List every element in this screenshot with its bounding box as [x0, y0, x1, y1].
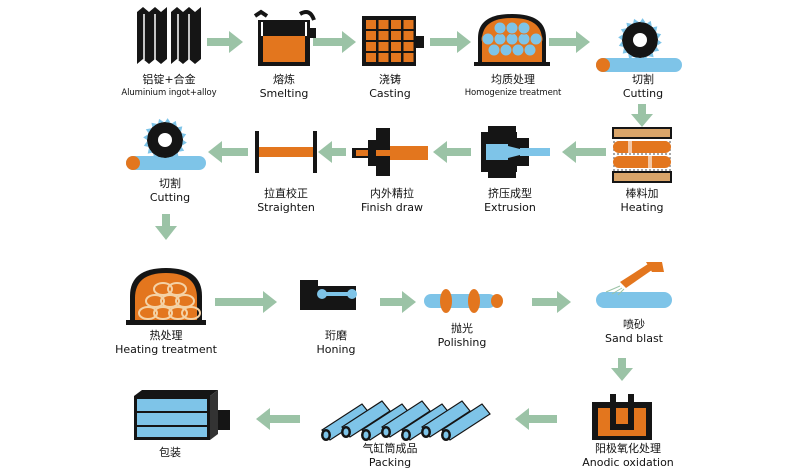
step-label-cutting-1: 切割 Cutting — [603, 73, 683, 100]
step-label-baozhuang: 包装 — [140, 446, 200, 460]
flow-arrow-5 — [631, 104, 653, 127]
finished-tubes-icon — [321, 400, 491, 441]
ingot-icon — [137, 7, 201, 64]
flow-arrow-1 — [207, 31, 243, 53]
flow-arrow-6 — [562, 141, 606, 163]
step-label-smelting: 熔炼 Smelting — [244, 73, 324, 100]
step-en: Heating — [620, 201, 664, 214]
polishing-wheel-icon — [424, 289, 503, 313]
step-cn: 均质处理 — [491, 73, 535, 86]
step-label-polishing: 抛光 Polishing — [422, 322, 502, 349]
step-cn: 浇铸 — [379, 73, 401, 86]
step-label-packing: 气缸筒成品 Packing — [348, 442, 432, 469]
step-cn: 熔炼 — [273, 73, 295, 86]
step-en: Sand blast — [605, 332, 663, 345]
flow-arrow-12 — [380, 291, 416, 313]
step-cn: 铝锭+合金 — [142, 73, 196, 86]
saw-blade-icon — [126, 118, 206, 170]
straightener-icon — [255, 131, 317, 173]
extruder-icon — [481, 126, 550, 178]
furnace-icon — [253, 9, 316, 66]
step-en: Extrusion — [484, 201, 536, 214]
step-label-heating: 棒料加 Heating — [602, 187, 682, 214]
step-cn: 挤压成型 — [488, 187, 532, 200]
step-en: Casting — [369, 87, 411, 100]
flow-arrow-14 — [611, 358, 633, 381]
sand-blast-nozzle-icon — [596, 262, 672, 308]
homogenize-oven-icon — [474, 14, 550, 66]
step-label-sand-blast: 喷砂 Sand blast — [592, 318, 676, 345]
heat-treatment-oven-icon — [126, 268, 206, 325]
flow-arrow-16 — [256, 408, 300, 430]
flow-arrow-10 — [155, 214, 177, 240]
step-en: Cutting — [622, 87, 664, 100]
flow-arrow-3 — [430, 31, 471, 53]
step-cn: 气缸筒成品 — [362, 442, 418, 455]
step-cn: 包装 — [159, 446, 181, 459]
step-cn: 切割 — [632, 73, 654, 86]
casting-mold-icon — [362, 16, 424, 66]
step-label-straighten: 拉直校正 Straighten — [244, 187, 328, 214]
step-cn: 切割 — [159, 177, 181, 190]
step-cn: 珩磨 — [325, 329, 347, 342]
step-cn: 棒料加 — [625, 187, 659, 200]
step-en: Aluminium ingot+alloy — [121, 88, 217, 98]
step-label-extrusion: 挤压成型 Extrusion — [470, 187, 550, 214]
flow-arrow-9 — [208, 141, 248, 163]
step-label-homogenize: 均质处理 Homogenize treatment — [458, 73, 568, 100]
step-en: Honing — [316, 343, 356, 356]
saw-blade-icon — [596, 18, 682, 72]
step-cn: 内外精拉 — [370, 187, 414, 200]
step-en: Heating treatment — [115, 343, 217, 356]
step-cn: 抛光 — [451, 322, 473, 335]
step-label-cutting-2: 切割 Cutting — [130, 177, 210, 204]
flow-arrow-11 — [215, 291, 277, 313]
step-en: Cutting — [149, 191, 191, 204]
step-cn: 喷砂 — [623, 318, 645, 331]
step-cn: 阳极氧化处理 — [595, 442, 661, 455]
step-label-heat-treatment: 热处理 Heating treatment — [110, 329, 222, 356]
step-label-honing: 珩磨 Honing — [296, 329, 376, 356]
anodizing-tank-icon — [592, 394, 652, 440]
package-box-icon — [134, 390, 230, 440]
step-cn: 热处理 — [149, 329, 183, 342]
flow-arrow-8 — [318, 141, 346, 163]
step-en: Finish draw — [360, 201, 424, 214]
step-cn: 拉直校正 — [264, 187, 308, 200]
step-en: Packing — [368, 456, 412, 469]
flow-arrow-13 — [532, 291, 571, 313]
bar-heater-icon — [612, 127, 672, 183]
draw-die-icon — [352, 128, 428, 176]
flow-arrow-4 — [549, 31, 590, 53]
step-label-finish-draw: 内外精拉 Finish draw — [350, 187, 434, 214]
flow-arrow-7 — [433, 141, 471, 163]
step-label-ingot: 铝锭+合金 Aluminium ingot+alloy — [115, 73, 223, 100]
step-en: Polishing — [437, 336, 487, 349]
step-label-anodic: 阳极氧化处理 Anodic oxidation — [572, 442, 684, 469]
step-en: Smelting — [259, 87, 309, 100]
flow-arrow-2 — [313, 31, 356, 53]
step-label-casting: 浇铸 Casting — [350, 73, 430, 100]
step-en: Anodic oxidation — [582, 456, 674, 469]
flow-arrow-15 — [515, 408, 557, 430]
honing-machine-icon — [300, 280, 357, 310]
step-en: Straighten — [257, 201, 315, 214]
step-en: Homogenize treatment — [464, 88, 562, 98]
